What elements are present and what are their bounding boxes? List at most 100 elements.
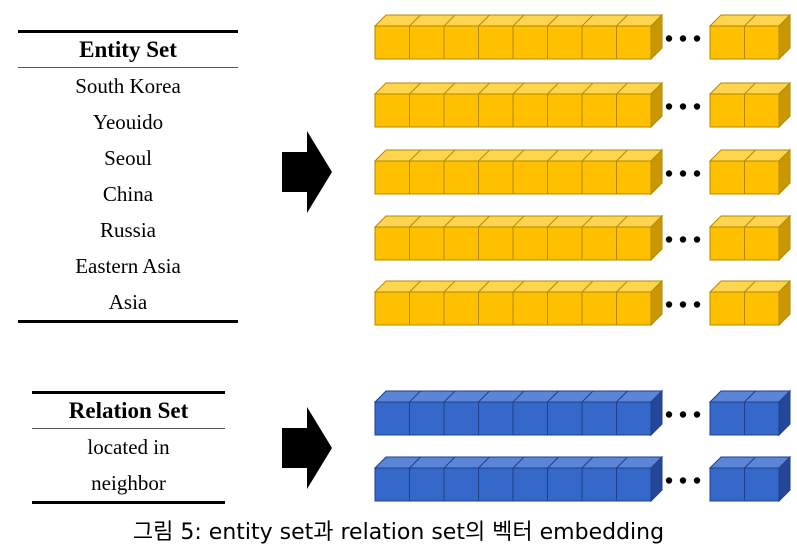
cube-cell (374, 25, 410, 60)
cube-cell (547, 160, 583, 195)
cube-top-divider (616, 215, 628, 228)
cube-cell (374, 93, 410, 128)
cube-cell (443, 401, 479, 436)
cube-top-divider (443, 215, 456, 228)
cube-top-divider (616, 280, 628, 293)
cube-cell (709, 160, 745, 195)
relation-table-bottom-rule (32, 501, 225, 504)
cube-cell (478, 25, 514, 60)
cube-top-divider (744, 14, 756, 27)
cube-cell (443, 226, 479, 261)
cube-top-divider (443, 149, 456, 162)
cube-cell (478, 291, 514, 326)
ellipsis-icon (665, 301, 701, 308)
cube-cell (581, 401, 617, 436)
cube-cell (443, 93, 479, 128)
cube-top-divider (478, 149, 490, 162)
cube-cell (512, 291, 548, 326)
cube-top-divider (478, 456, 490, 469)
relation-arrow-icon (282, 407, 332, 489)
cube-cell (547, 226, 583, 261)
cube-top-divider (443, 280, 456, 293)
cube-top-divider (512, 14, 525, 27)
ellipsis-dot (679, 103, 687, 110)
cube-cell (409, 25, 445, 60)
cube-top-divider (744, 390, 756, 403)
relation-table-header-rule (32, 428, 225, 429)
cube-top-divider (547, 456, 559, 469)
ellipsis-icon (665, 35, 701, 42)
entity-arrow-icon (282, 131, 332, 213)
ellipsis-icon (665, 477, 701, 484)
cube-top-divider (443, 456, 456, 469)
cube-cell (478, 93, 514, 128)
cube-top-divider (409, 390, 421, 403)
ellipsis-dot (665, 170, 673, 177)
cube-cell (744, 160, 780, 195)
cube-cell (547, 291, 583, 326)
cube-top-divider (478, 14, 490, 27)
cube-top-divider (581, 456, 594, 469)
cube-cell (581, 160, 617, 195)
cube-cell (547, 401, 583, 436)
entity-item: Eastern Asia (75, 254, 181, 278)
cube-cell (616, 401, 652, 436)
ellipsis-dot (679, 35, 687, 42)
cube-top-divider (512, 390, 525, 403)
entity-item: Yeouido (92, 110, 164, 134)
cube-cell (374, 160, 410, 195)
vector-embeddings (373, 13, 792, 503)
cube-top-divider (512, 456, 525, 469)
cube-cell (443, 467, 479, 502)
cube-cell (512, 401, 548, 436)
cube-cell (581, 25, 617, 60)
cube-top-divider (616, 456, 628, 469)
cube-top-divider (581, 149, 594, 162)
cube-cell (478, 401, 514, 436)
cube-top-divider (616, 14, 628, 27)
cube-cell (374, 226, 410, 261)
cube-cell (581, 291, 617, 326)
cube-cell (616, 467, 652, 502)
cube-top-divider (478, 215, 490, 228)
cube-cell (709, 401, 745, 436)
cube-top-divider (581, 82, 594, 95)
cube-cell (709, 467, 745, 502)
cube-top-divider (616, 82, 628, 95)
ellipsis-dot (679, 301, 687, 308)
entity-vector-row (373, 214, 792, 262)
cube-top-divider (616, 149, 628, 162)
cube-cell (744, 226, 780, 261)
relation-item: located in (87, 435, 170, 459)
cube-cell (374, 291, 410, 326)
cube-cell (744, 467, 780, 502)
cube-top-divider (512, 82, 525, 95)
cube-cell (744, 93, 780, 128)
ellipsis-dot (665, 301, 673, 308)
cube-top-divider (581, 280, 594, 293)
cube-cell (443, 25, 479, 60)
cube-cell (616, 291, 652, 326)
entity-vector-row (373, 13, 792, 61)
cube-top-divider (581, 14, 594, 27)
cube-cell (512, 25, 548, 60)
entity-item: South Korea (75, 74, 181, 98)
cube-cell (616, 93, 652, 128)
cube-cell (409, 160, 445, 195)
figure-caption: 그림 5: entity set과 relation set의 벡터 embed… (132, 520, 665, 545)
entity-table-top-rule (18, 30, 238, 33)
cube-cell (709, 291, 745, 326)
cube-cell (409, 226, 445, 261)
relation-vector-row (373, 455, 792, 503)
ellipsis-dot (665, 35, 673, 42)
cube-top-divider (744, 456, 756, 469)
cube-top-divider (744, 280, 756, 293)
cube-cell (409, 467, 445, 502)
ellipsis-dot (693, 301, 701, 308)
cube-top-divider (547, 149, 559, 162)
entity-item: China (102, 182, 154, 206)
cube-cell (616, 160, 652, 195)
cube-top-divider (547, 390, 559, 403)
cube-top-divider (478, 390, 490, 403)
cube-cell (709, 93, 745, 128)
